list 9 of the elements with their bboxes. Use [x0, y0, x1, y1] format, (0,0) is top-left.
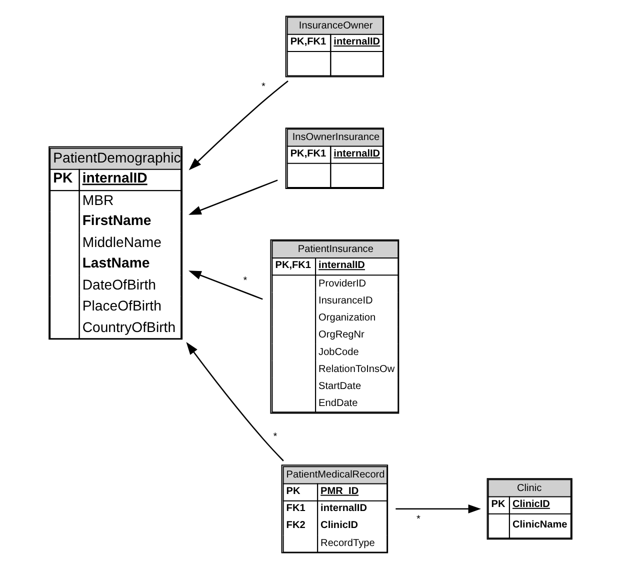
edge-label: *: [243, 276, 248, 287]
arrow: [188, 180, 278, 215]
arrow: [186, 342, 284, 462]
edge-label: *: [273, 432, 278, 443]
arrow: [188, 270, 263, 300]
edge-label: *: [416, 514, 420, 526]
arrow: [188, 80, 288, 170]
arrow: [396, 504, 481, 514]
edge-label: *: [262, 81, 266, 92]
